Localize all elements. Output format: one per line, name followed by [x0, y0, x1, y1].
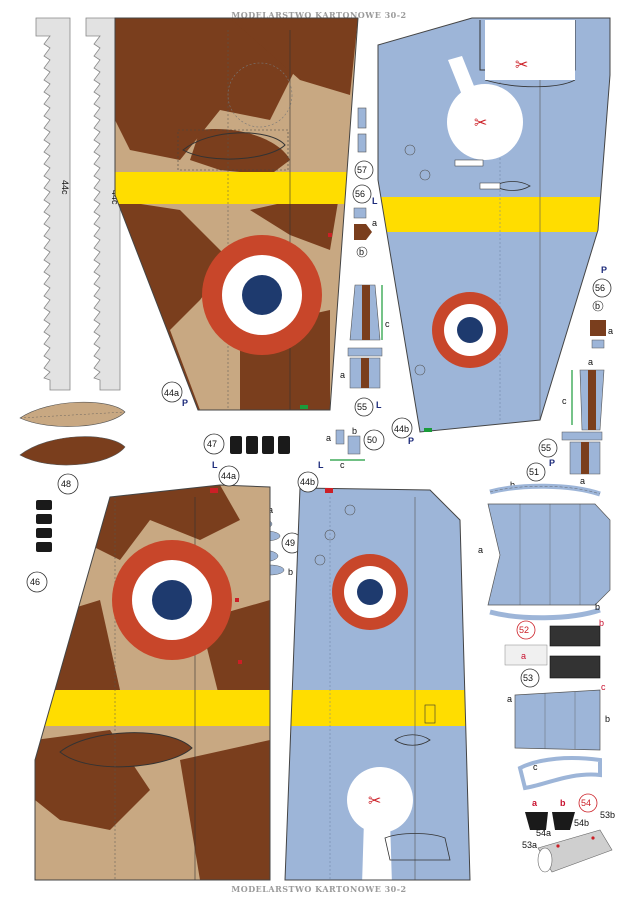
label-46: 46 [30, 577, 40, 587]
header-title-bottom: MODELARSTWO KARTONOWE 30-2 [231, 884, 407, 894]
label-49: 49 [285, 538, 295, 548]
letter-p-56: P [601, 265, 607, 275]
part-50: a b c 50 [326, 426, 385, 470]
part-44c-strip-left: 44c [35, 17, 71, 391]
letter-b-54: b [560, 798, 566, 808]
label-55-left: 55 [357, 402, 367, 412]
part-51: 51 b a b [478, 462, 611, 621]
letter-b-52: b [599, 618, 604, 628]
letter-l-44a: L [212, 460, 218, 470]
letter-a-56: a [372, 218, 377, 228]
label-54b: 54b [574, 818, 589, 828]
letter-a-51: a [478, 545, 483, 555]
part-54: a b 54 53b 54a 54b 53a [522, 793, 615, 873]
scissors-icon: ✂ [515, 55, 528, 74]
letter-b-56r: b [595, 301, 600, 311]
label-54a: 54a [536, 828, 551, 838]
letter-l-55: L [376, 400, 382, 410]
part-55-right-lower: 55 P a [538, 431, 603, 486]
label-55-right: 55 [541, 443, 551, 453]
part-44c-strip-right: 44c [85, 17, 121, 391]
scissors-icon: ✂ [368, 791, 381, 810]
label-44c-left: 44c [60, 180, 70, 195]
label-44c-right: 44c [110, 190, 120, 205]
wing-underside-blue-bottom: ✂ L 44b [284, 460, 471, 881]
part-48: 48 [19, 401, 126, 495]
letter-a-55l: a [340, 370, 345, 380]
part-55-left: c a 55 L [340, 284, 390, 417]
part-47: 47 [203, 433, 290, 455]
label-44a-mid: 44a [221, 471, 236, 481]
letter-c-55l: c [385, 319, 390, 329]
letter-a-55rl: a [580, 476, 585, 486]
label-47: 47 [207, 439, 217, 449]
letter-a-49a: a [268, 505, 273, 515]
label-50: 50 [367, 435, 377, 445]
svg-text:✂: ✂ [515, 55, 528, 74]
part-53: 53 a b c [507, 668, 610, 791]
letter-b-51a: b [510, 480, 515, 490]
label-57: 57 [357, 165, 367, 175]
part-52: 52 a b c [504, 618, 606, 692]
scissors-icon: ✂ [474, 113, 487, 132]
label-56-left: 56 [355, 189, 365, 199]
wing-upper-left-camo: 44a P [114, 17, 359, 411]
letter-b-56: b [359, 247, 364, 257]
roundel-bottom-left [112, 540, 232, 660]
letter-b-49b: b [288, 567, 293, 577]
letter-c-50: c [340, 460, 345, 470]
label-53: 53 [523, 673, 533, 683]
part-55-right-upper: a c [562, 357, 605, 431]
letter-c-53: c [533, 762, 538, 772]
header-title-top: MODELARSTWO KARTONOWE 30-2 [231, 10, 407, 20]
letter-a-53: a [507, 694, 512, 704]
letter-l-56: L [372, 196, 378, 206]
part-46: 46 [26, 500, 52, 593]
letter-c-52: c [601, 682, 606, 692]
letter-p-44b: P [408, 436, 414, 446]
letter-b-51b: b [595, 602, 600, 612]
label-53a: 53a [522, 840, 537, 850]
label-51: 51 [529, 467, 539, 477]
label-52: 52 [519, 625, 529, 635]
letter-p-55: P [549, 458, 555, 468]
part-56-right: P 56 b a [590, 265, 613, 349]
label-48: 48 [61, 479, 71, 489]
roundel-top-left [202, 235, 322, 355]
label-54: 54 [581, 798, 591, 808]
letter-b-50: b [352, 426, 357, 436]
label-53b: 53b [600, 810, 615, 820]
letter-c-55r: c [562, 396, 567, 406]
letter-a-55ru: a [588, 357, 593, 367]
letter-l-44b: L [318, 460, 324, 470]
letter-a-50: a [326, 433, 331, 443]
svg-text:✂: ✂ [474, 113, 487, 132]
letter-a-52: a [521, 651, 526, 661]
wing-upper-left-camo-bottom: L 44a [34, 460, 271, 881]
roundel-top-right [432, 292, 508, 368]
label-44b-mid: 44b [300, 477, 315, 487]
part-57: 57 [354, 107, 374, 180]
part-56-left: 56 L a b [352, 184, 378, 258]
letter-p-44a: P [182, 398, 188, 408]
label-56-right: 56 [595, 283, 605, 293]
label-44b-top: 44b [394, 424, 409, 434]
label-44a-top: 44a [164, 388, 179, 398]
letter-a-56r: a [608, 326, 613, 336]
letter-a-54: a [532, 798, 538, 808]
wing-underside-right-blue: ✂ ✂ 44b P [377, 17, 611, 446]
svg-text:✂: ✂ [368, 791, 381, 810]
roundel-bottom-right [332, 554, 408, 630]
letter-b-53: b [605, 714, 610, 724]
